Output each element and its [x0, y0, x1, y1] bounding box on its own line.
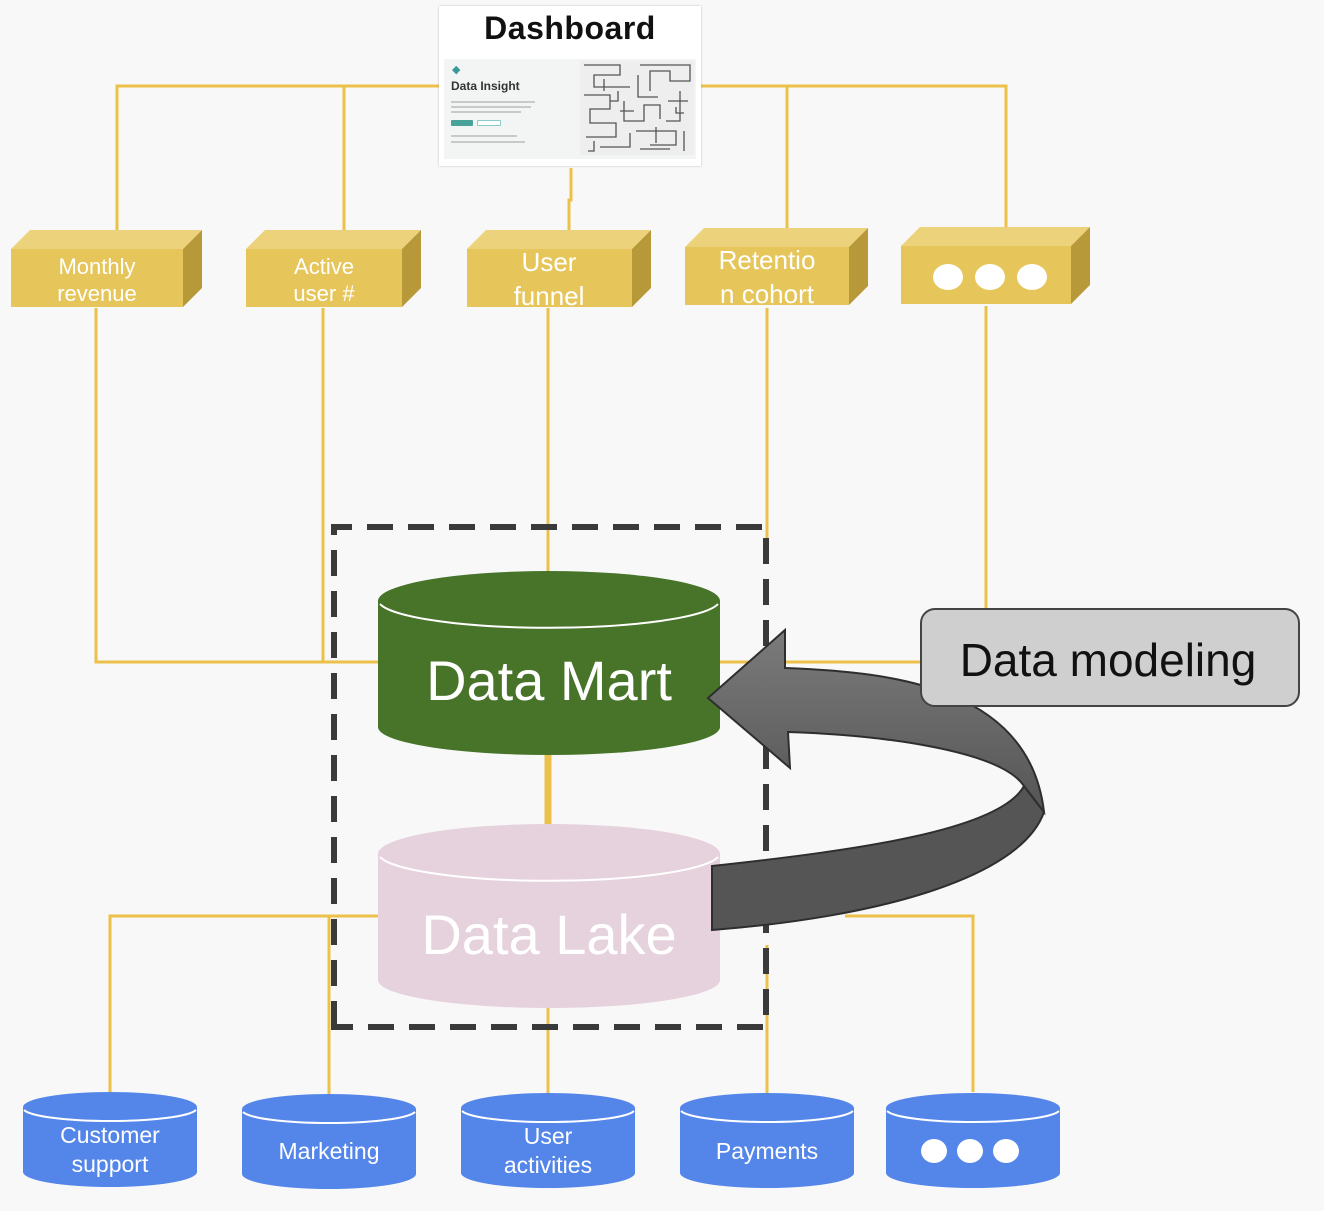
ellipsis-icon: [933, 264, 1047, 290]
preview-text-line: [451, 135, 517, 137]
connector-dashboard-user-funnel: [567, 168, 573, 230]
curved-arrow-icon: [706, 627, 1046, 816]
data-modeling-callout: Data modeling: [920, 608, 1300, 707]
metric-label-line2: revenue: [57, 281, 137, 306]
connector-monthly-revenue-mart: [94, 308, 378, 664]
preview-text-line: [451, 101, 535, 103]
diamond-logo-icon: ◆: [452, 64, 461, 76]
dashboard-preview-title: Data Insight: [451, 79, 520, 93]
ellipsis-icon: [921, 1139, 1019, 1163]
dashboard-preview-screenshot: ◆ Data Insight: [444, 59, 696, 159]
source-label-line2: support: [72, 1151, 149, 1177]
metric-box-monthly-revenue[interactable]: Monthly revenue: [11, 230, 202, 307]
dashboard-title: Dashboard: [484, 10, 656, 46]
preview-text-line: [451, 106, 531, 108]
metric-box-user-funnel[interactable]: User funnel: [467, 230, 651, 311]
connector-lake-more: [845, 914, 975, 1092]
metric-label-line2: funnel: [514, 281, 585, 311]
top-connectors: [94, 84, 1008, 664]
metric-box-retention-cohort[interactable]: Retentio n cohort: [685, 228, 868, 309]
connector-lake-customer-support: [108, 914, 378, 1092]
preview-button: [451, 120, 473, 126]
source-label-line1: Customer: [60, 1122, 160, 1148]
arrow-body-lower: [711, 784, 1046, 932]
dashboard-card[interactable]: Dashboard ◆ Data Insight: [439, 6, 701, 166]
connector-dashboard-more: [701, 84, 1008, 228]
metric-label-line1: Active: [294, 254, 354, 279]
source-label-line1: Marketing: [279, 1138, 380, 1164]
source-db-marketing[interactable]: Marketing: [242, 1094, 416, 1189]
source-label-line1: User: [524, 1123, 573, 1149]
metric-label-line2: user #: [293, 281, 355, 306]
data-mart-label: Data Mart: [426, 649, 672, 712]
data-lake-label: Data Lake: [421, 903, 676, 966]
metric-label-line1: Monthly: [58, 254, 135, 279]
source-label-line2: activities: [504, 1152, 592, 1178]
metric-label-line2: n cohort: [720, 279, 815, 309]
metric-box-more[interactable]: [901, 227, 1090, 304]
metric-label-line1: Retentio: [719, 245, 816, 275]
source-label-line1: Payments: [716, 1138, 818, 1164]
storage-boundary-dashed-box: [331, 524, 769, 1030]
preview-text-line: [451, 141, 525, 143]
metric-box-active-user[interactable]: Active user #: [246, 230, 421, 307]
data-modeling-label: Data modeling: [960, 634, 1257, 686]
data-lake-cylinder[interactable]: Data Lake: [378, 824, 720, 1008]
maze-illustration-icon: [580, 61, 694, 155]
preview-text-line: [451, 111, 521, 113]
preview-button: [477, 120, 501, 126]
metric-label-line1: User: [522, 247, 577, 277]
source-db-user-activities[interactable]: User activities: [461, 1093, 635, 1188]
source-db-customer-support[interactable]: Customer support: [23, 1092, 197, 1187]
connector-dashboard-monthly-revenue: [115, 84, 440, 230]
bottom-connectors: [108, 914, 975, 1095]
data-mart-cylinder[interactable]: Data Mart: [378, 571, 720, 755]
source-db-payments[interactable]: Payments: [680, 1093, 854, 1188]
source-db-more[interactable]: [886, 1093, 1060, 1188]
